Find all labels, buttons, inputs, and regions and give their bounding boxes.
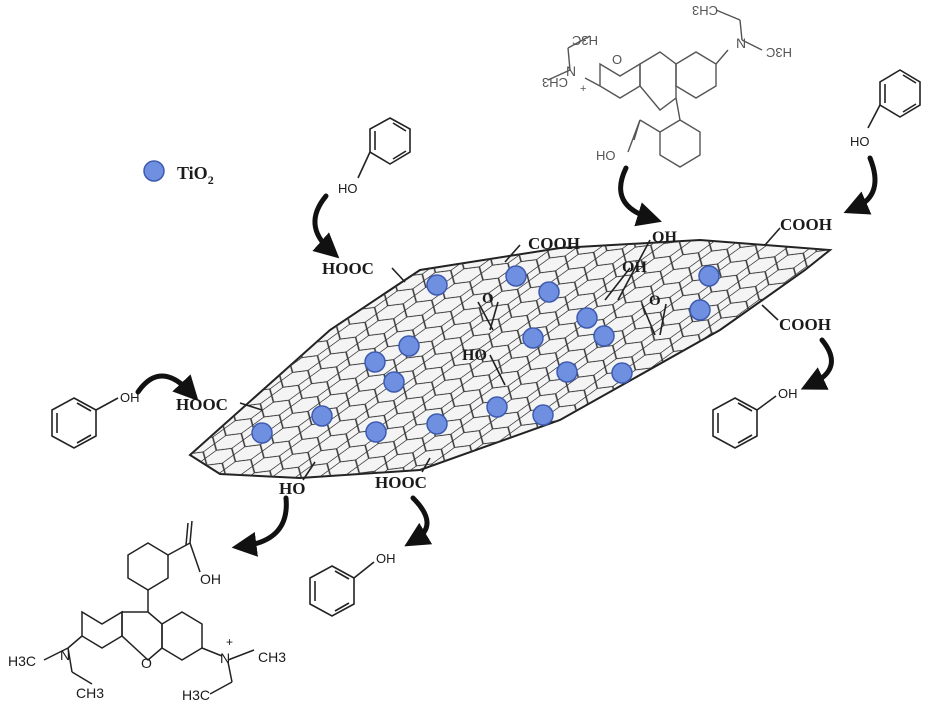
legend: TiO2 [143, 160, 214, 187]
tio2-particle [556, 361, 578, 383]
tio2-particle [426, 274, 448, 296]
rb-top-n-right: N [736, 35, 746, 51]
tio2-particle [311, 405, 333, 427]
rhodamine-b-top-labels: HO O N + N CH3 H3C CH3 H3C [542, 3, 792, 163]
label-epoxy-right: O [649, 293, 661, 309]
label-ho-bottom: HO [279, 479, 305, 498]
rb-top-ch3-b: CH3 [692, 3, 718, 18]
label-ho-center: HO [462, 347, 487, 364]
rb-bottom-plus: + [226, 635, 233, 649]
arrow-bottom-left [231, 495, 289, 557]
tio2-particle [251, 422, 273, 444]
rb-bottom-h3c-right: H3C [182, 687, 210, 703]
functional-group-bonds [239, 227, 781, 481]
tio2-particle [426, 413, 448, 435]
rb-bottom-n-left: N [60, 647, 70, 663]
phenol-top-right [867, 69, 921, 129]
phenol-top-left-label: HO [338, 181, 358, 196]
legend-particle-swatch [143, 160, 165, 182]
rhodamine-b-bottom [43, 520, 255, 695]
legend-label: TiO2 [177, 163, 214, 187]
phenol-left-label: OH [120, 390, 140, 405]
phenol-top-right-label: HO [850, 134, 870, 149]
rb-top-o: O [612, 52, 622, 67]
rb-bottom-ch3-left: CH3 [76, 685, 104, 701]
phenol-left [51, 397, 119, 449]
label-oh-top: OH [652, 229, 677, 246]
tio2-particle [576, 307, 598, 329]
rb-bottom-n-right: N [220, 650, 230, 666]
arrow-left [135, 373, 199, 402]
tio2-particle [364, 351, 386, 373]
adsorption-arrows [135, 155, 878, 557]
rb-top-h3c-d: H3C [572, 33, 598, 48]
label-hooc-left-top: HOOC [322, 259, 374, 278]
arrow-top-center [618, 165, 662, 227]
tio2-particle [398, 335, 420, 357]
arrow-top-right [843, 155, 878, 215]
tio2-particle [698, 265, 720, 287]
tio2-particle [365, 421, 387, 443]
rhodamine-b-bottom-labels: OH H3C N CH3 O N + CH3 H3C [8, 571, 286, 703]
rb-bottom-h3c-left: H3C [8, 653, 36, 669]
rhodamine-b-top [547, 9, 763, 168]
label-cooh-right-top: COOH [780, 215, 832, 234]
tio2-particle [593, 325, 615, 347]
label-hooc-bottom: HOOC [375, 473, 427, 492]
rb-top-acid: HO [596, 148, 616, 163]
rb-top-n-left: N [566, 63, 576, 79]
arrow-bottom [404, 495, 433, 547]
phenol-bottom [309, 561, 375, 617]
rb-bottom-ch3-right: CH3 [258, 649, 286, 665]
functional-group-labels: COOH COOH COOH HOOC HOOC HOOC HO HO OH O… [176, 215, 832, 498]
tio2-particle [538, 281, 560, 303]
arrow-top-left [312, 193, 340, 259]
rb-bottom-acid: OH [200, 571, 221, 587]
rb-bottom-o: O [141, 655, 152, 671]
phenol-bottom-label: OH [376, 551, 396, 566]
phenol-right-label: OH [778, 386, 798, 401]
tio2-particles [251, 265, 720, 444]
label-oh-top2: OH [622, 259, 647, 276]
tio2-particle [689, 299, 711, 321]
tio2-particle [532, 404, 554, 426]
tio2-particle [383, 371, 405, 393]
rb-top-ch3-c: CH3 [542, 75, 568, 90]
label-cooh-right: COOH [779, 315, 831, 334]
phenol-right [712, 395, 777, 449]
tio2-particle [486, 396, 508, 418]
graphene-oxide-sheet [188, 238, 833, 480]
label-cooh-top: COOH [528, 234, 580, 253]
rb-top-plus: + [580, 83, 586, 95]
phenol-top-left [357, 117, 411, 179]
arrow-right [800, 337, 834, 390]
tio2-particle [611, 362, 633, 384]
rb-top-h3c-a: H3C [766, 45, 792, 60]
label-hooc-left: HOOC [176, 395, 228, 414]
tio2-particle [505, 265, 527, 287]
tio2-particle [522, 327, 544, 349]
label-epoxy-left: O [482, 291, 494, 307]
